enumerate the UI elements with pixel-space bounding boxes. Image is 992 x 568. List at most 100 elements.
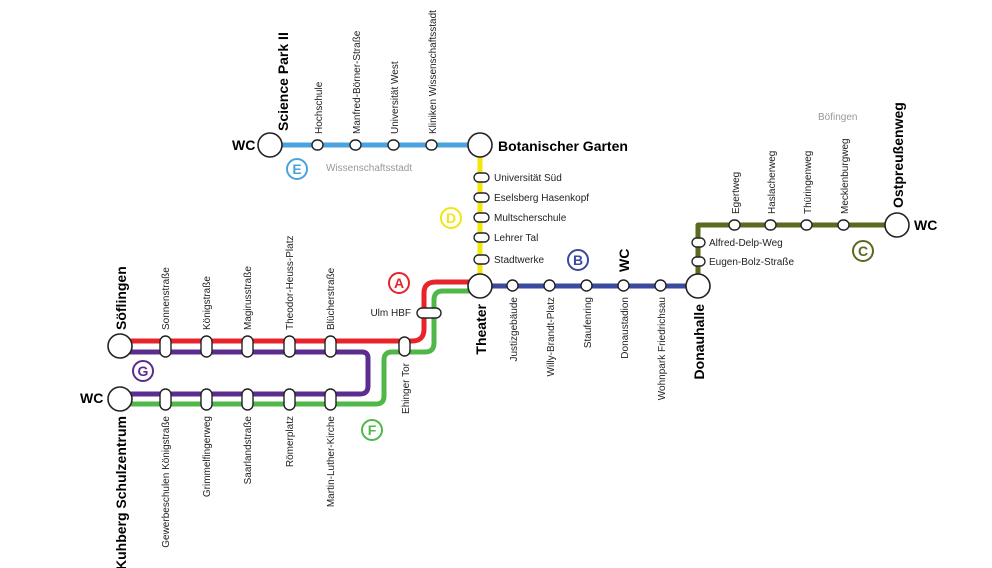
badge-line-a[interactable]: A <box>388 272 410 294</box>
stop-label: Lehrer Tal <box>494 233 538 244</box>
badge-line-f[interactable]: F <box>361 419 383 441</box>
stop-label: Martin-Luther-Kirche <box>326 416 337 508</box>
stop-wohnpark-friedrichsau[interactable] <box>654 279 667 292</box>
stop-label-ehinger-tor: Ehinger Tor <box>401 362 412 414</box>
area-label-wissenschaftsstadt: Wissenschaftsstadt <box>326 163 412 174</box>
terminal-label-science-park: Science Park II <box>275 32 291 131</box>
stop-stadtwerke[interactable] <box>473 254 490 265</box>
badge-line-c[interactable]: C <box>852 240 874 262</box>
stop-label: Manfred-Börner-Straße <box>352 30 363 134</box>
stop-eselsberg-hasenkopf[interactable] <box>473 192 490 203</box>
terminal-theater[interactable] <box>467 273 493 299</box>
terminal-label-donauhalle: Donauhalle <box>691 304 707 380</box>
stop-label: Staufenring <box>583 297 594 348</box>
stop-lehrer-tal[interactable] <box>473 232 490 243</box>
stop-donaustadion[interactable] <box>617 279 630 292</box>
terminal-kuhberg-schulzentrum[interactable] <box>107 386 133 412</box>
stop-theodor-heuss-platz[interactable] <box>283 335 296 358</box>
badge-letter: G <box>138 363 149 379</box>
terminal-donauhalle[interactable] <box>685 273 711 299</box>
terminal-label-kuhberg: Kuhberg Schulzentrum <box>113 416 129 568</box>
stop-alfred-delp-weg[interactable] <box>691 237 706 248</box>
stop-staufenring[interactable] <box>580 279 593 292</box>
stop-manfred-boerner-strasse[interactable] <box>349 139 362 151</box>
stop-magirusstrasse[interactable] <box>241 335 254 358</box>
stop-label: Eugen-Bolz-Straße <box>709 257 794 268</box>
terminal-label-ostpreussenweg: Ostpreußenweg <box>890 102 906 208</box>
stop-label: Wohnpark Friedrichsau <box>657 297 668 400</box>
stop-label: Thüringenweg <box>803 151 814 214</box>
stop-kliniken-wissenschaftsstadt[interactable] <box>425 139 438 151</box>
kuhberg-branch-stops: Gewerbeschulen Königstraße Grimmelfinger… <box>159 388 337 548</box>
stop-label: Donaustadion <box>620 297 631 359</box>
terminal-soeflingen[interactable] <box>107 333 133 359</box>
stop-thueringenweg[interactable] <box>800 219 813 231</box>
stop-willy-brandt-platz[interactable] <box>543 279 556 292</box>
badge-line-e[interactable]: E <box>286 158 308 180</box>
stop-label: Gewerbeschulen Königstraße <box>161 416 172 548</box>
badge-letter: E <box>292 161 301 177</box>
stop-label: Kliniken Wissenschaftsstadt <box>428 10 439 134</box>
stop-label: Sonnenstraße <box>161 267 172 330</box>
line-d-stops: Universität Süd Eselsberg Hasenkopf Mult… <box>473 172 589 266</box>
stop-label: Hochschule <box>314 81 325 134</box>
stop-mecklenburgweg[interactable] <box>837 219 850 231</box>
stop-gewerbeschulen-koenigstrasse[interactable] <box>159 388 172 411</box>
wc-label-b-line: WC <box>616 249 632 272</box>
stop-label: Justizgebäude <box>509 297 520 362</box>
terminal-botanischer-garten[interactable] <box>467 132 493 158</box>
stop-egertweg[interactable] <box>728 219 741 231</box>
badge-letter: D <box>446 210 456 226</box>
badge-letter: B <box>573 252 583 268</box>
stop-label: Alfred-Delp-Weg <box>709 238 783 249</box>
soeflingen-branch-stops: Sonnenstraße Königstraße Magirusstraße T… <box>159 236 337 358</box>
wc-label-kuhberg: WC <box>80 390 103 406</box>
stop-hochschule[interactable] <box>311 139 324 151</box>
stop-eugen-bolz-strasse[interactable] <box>691 256 706 267</box>
line-e-stops: Hochschule Manfred-Börner-Straße Univers… <box>311 10 439 151</box>
stop-haslacherweg[interactable] <box>764 219 777 231</box>
terminal-label-soeflingen: Söflingen <box>113 266 129 330</box>
line-c-stops: Alfred-Delp-Weg Eugen-Bolz-Straße Egertw… <box>691 138 851 268</box>
badge-line-b[interactable]: B <box>567 249 589 271</box>
stop-ulm-hbf[interactable] <box>416 307 442 319</box>
stop-universitaet-sued[interactable] <box>473 172 490 183</box>
stop-bluecherstrasse[interactable] <box>324 335 337 358</box>
stop-label: Eselsberg Hasenkopf <box>494 193 589 204</box>
stop-label: Königstraße <box>202 276 213 330</box>
stop-label: Universität Süd <box>494 173 562 184</box>
line-b-stops: Justizgebäude Willy-Brandt-Platz Staufen… <box>506 249 668 400</box>
stop-ehinger-tor[interactable] <box>398 336 411 357</box>
badge-line-d[interactable]: D <box>440 207 462 229</box>
stop-label: Theodor-Heuss-Platz <box>285 236 296 330</box>
stop-label: Grimmelfingerweg <box>202 416 213 497</box>
stop-label: Römerplatz <box>285 416 296 467</box>
stop-label: Blücherstraße <box>326 267 337 330</box>
badge-line-g[interactable]: G <box>132 360 154 382</box>
stop-roemerplatz[interactable] <box>283 388 296 411</box>
terminal-science-park-ii[interactable] <box>257 132 283 158</box>
line-badges: E D A B C G F <box>132 158 874 441</box>
stop-label: Mecklenburgweg <box>840 138 851 214</box>
stop-saarlandstrasse[interactable] <box>241 388 254 411</box>
stop-grimmelfingerweg[interactable] <box>200 388 213 411</box>
stop-label-ulm-hbf: Ulm HBF <box>370 308 411 319</box>
area-label-boefingen: Böfingen <box>818 112 857 123</box>
stop-label: Saarlandstraße <box>243 416 254 485</box>
stop-label: Willy-Brandt-Platz <box>546 297 557 376</box>
terminal-ostpreussenweg[interactable] <box>884 212 910 238</box>
stop-label: Magirusstraße <box>243 266 254 330</box>
badge-letter: A <box>394 275 404 291</box>
terminal-label-theater: Theater <box>473 303 489 354</box>
badge-letter: C <box>858 243 868 259</box>
stop-martin-luther-kirche[interactable] <box>324 388 337 411</box>
stop-justizgebaeude[interactable] <box>506 279 519 292</box>
stop-label: Universität West <box>390 61 401 134</box>
stop-sonnenstrasse[interactable] <box>159 335 172 358</box>
stop-universitaet-west[interactable] <box>387 139 400 151</box>
line-g-route <box>120 349 371 397</box>
stop-koenigstrasse[interactable] <box>200 335 213 358</box>
stop-multscherschule[interactable] <box>473 212 490 223</box>
wc-label-ostpreussenweg: WC <box>914 217 937 233</box>
